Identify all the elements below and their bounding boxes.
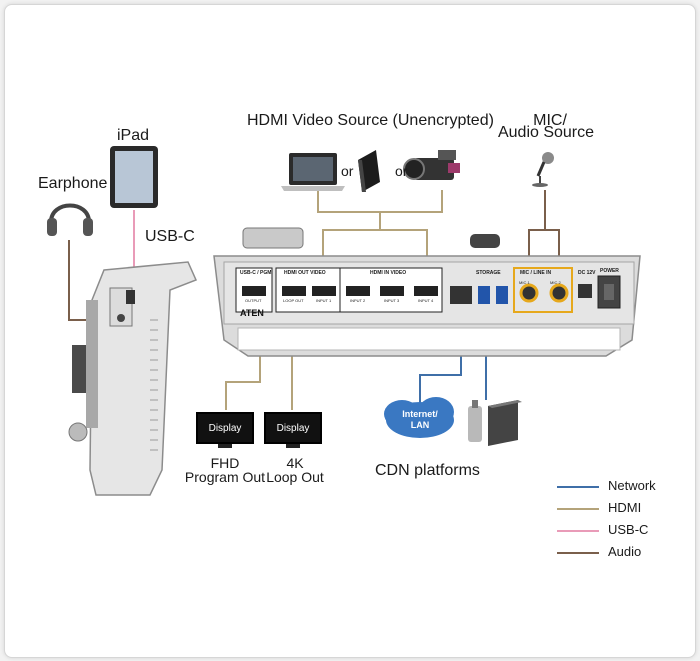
mic-source-label-line1: MIC/ xyxy=(533,112,567,129)
4k-label: 4K xyxy=(286,455,304,471)
internet-label: Internet/ xyxy=(402,409,438,419)
panel-hdmi-out: HDMI OUT VIDEO xyxy=(284,270,326,276)
panel-output: OUTPUT xyxy=(245,298,262,303)
legend-swatch-hdmi xyxy=(557,508,599,510)
legend-label-network: Network xyxy=(608,478,656,493)
panel-input2: INPUT 2 xyxy=(350,298,366,303)
panel-dc-in: DC 12V xyxy=(578,270,596,276)
display-loop-out: Display xyxy=(264,412,322,444)
camcorder-icon xyxy=(403,150,460,180)
usb-storage-icon xyxy=(468,400,522,446)
panel-hdmi-in: HDMI IN VIDEO xyxy=(370,270,407,276)
legend-label-audio: Audio xyxy=(608,544,642,559)
or-label-2: or xyxy=(395,163,408,179)
panel-mic1: MIC 1 xyxy=(519,280,530,285)
headphones-icon xyxy=(47,203,93,236)
brand-logo: ATEN xyxy=(240,308,264,318)
program-out-label: Program Out xyxy=(184,469,266,485)
legend-swatch-usbc xyxy=(557,530,599,532)
device-rear-panel xyxy=(213,227,641,357)
display-program-out: Display xyxy=(196,412,254,444)
legend-label-usbc: USB-C xyxy=(608,522,649,537)
panel-input3: INPUT 3 xyxy=(384,298,400,303)
panel-input1: INPUT 1 xyxy=(316,298,332,303)
ipad-icon xyxy=(110,146,158,208)
earphone-label: Earphone xyxy=(38,175,108,192)
microphone-icon xyxy=(532,152,554,187)
hdmi-source-label: HDMI Video Source (Unencrypted) xyxy=(247,112,494,129)
internet-cloud-icon xyxy=(384,397,454,438)
fhd-label: FHD xyxy=(210,455,240,471)
legend-swatch-network xyxy=(557,486,599,488)
lan-label: LAN xyxy=(410,420,430,430)
display-stand-2 xyxy=(286,444,300,448)
device-side-view xyxy=(68,261,198,496)
laptop-icon xyxy=(281,153,345,191)
panel-mic-line-in: MIC / LINE IN xyxy=(520,270,552,276)
mic-source-label-line2: Audio Source xyxy=(497,124,595,141)
panel-input4: INPUT 4 xyxy=(418,298,434,303)
legend-swatch-audio xyxy=(557,552,599,554)
panel-mic2: MIC 2 xyxy=(550,280,561,285)
loop-out-label: Loop Out xyxy=(266,469,324,485)
display-stand-1 xyxy=(218,444,232,448)
panel-power: POWER xyxy=(600,268,619,274)
panel-usbc-pgm: USB-C / PGM xyxy=(240,270,272,276)
legend-label-hdmi: HDMI xyxy=(608,500,642,515)
game-console-icon xyxy=(358,150,380,192)
display-label-2: Display xyxy=(276,422,310,434)
panel-loop-out: LOOP OUT xyxy=(283,298,304,303)
usb-c-label: USB-C xyxy=(145,228,195,245)
hdmi-cable-sources xyxy=(317,190,443,262)
ipad-label: iPad xyxy=(117,127,150,144)
cdn-platforms-label: CDN platforms xyxy=(375,462,480,479)
or-label-1: or xyxy=(341,163,354,179)
display-label-1: Display xyxy=(208,422,242,434)
panel-storage: STORAGE xyxy=(476,270,501,276)
